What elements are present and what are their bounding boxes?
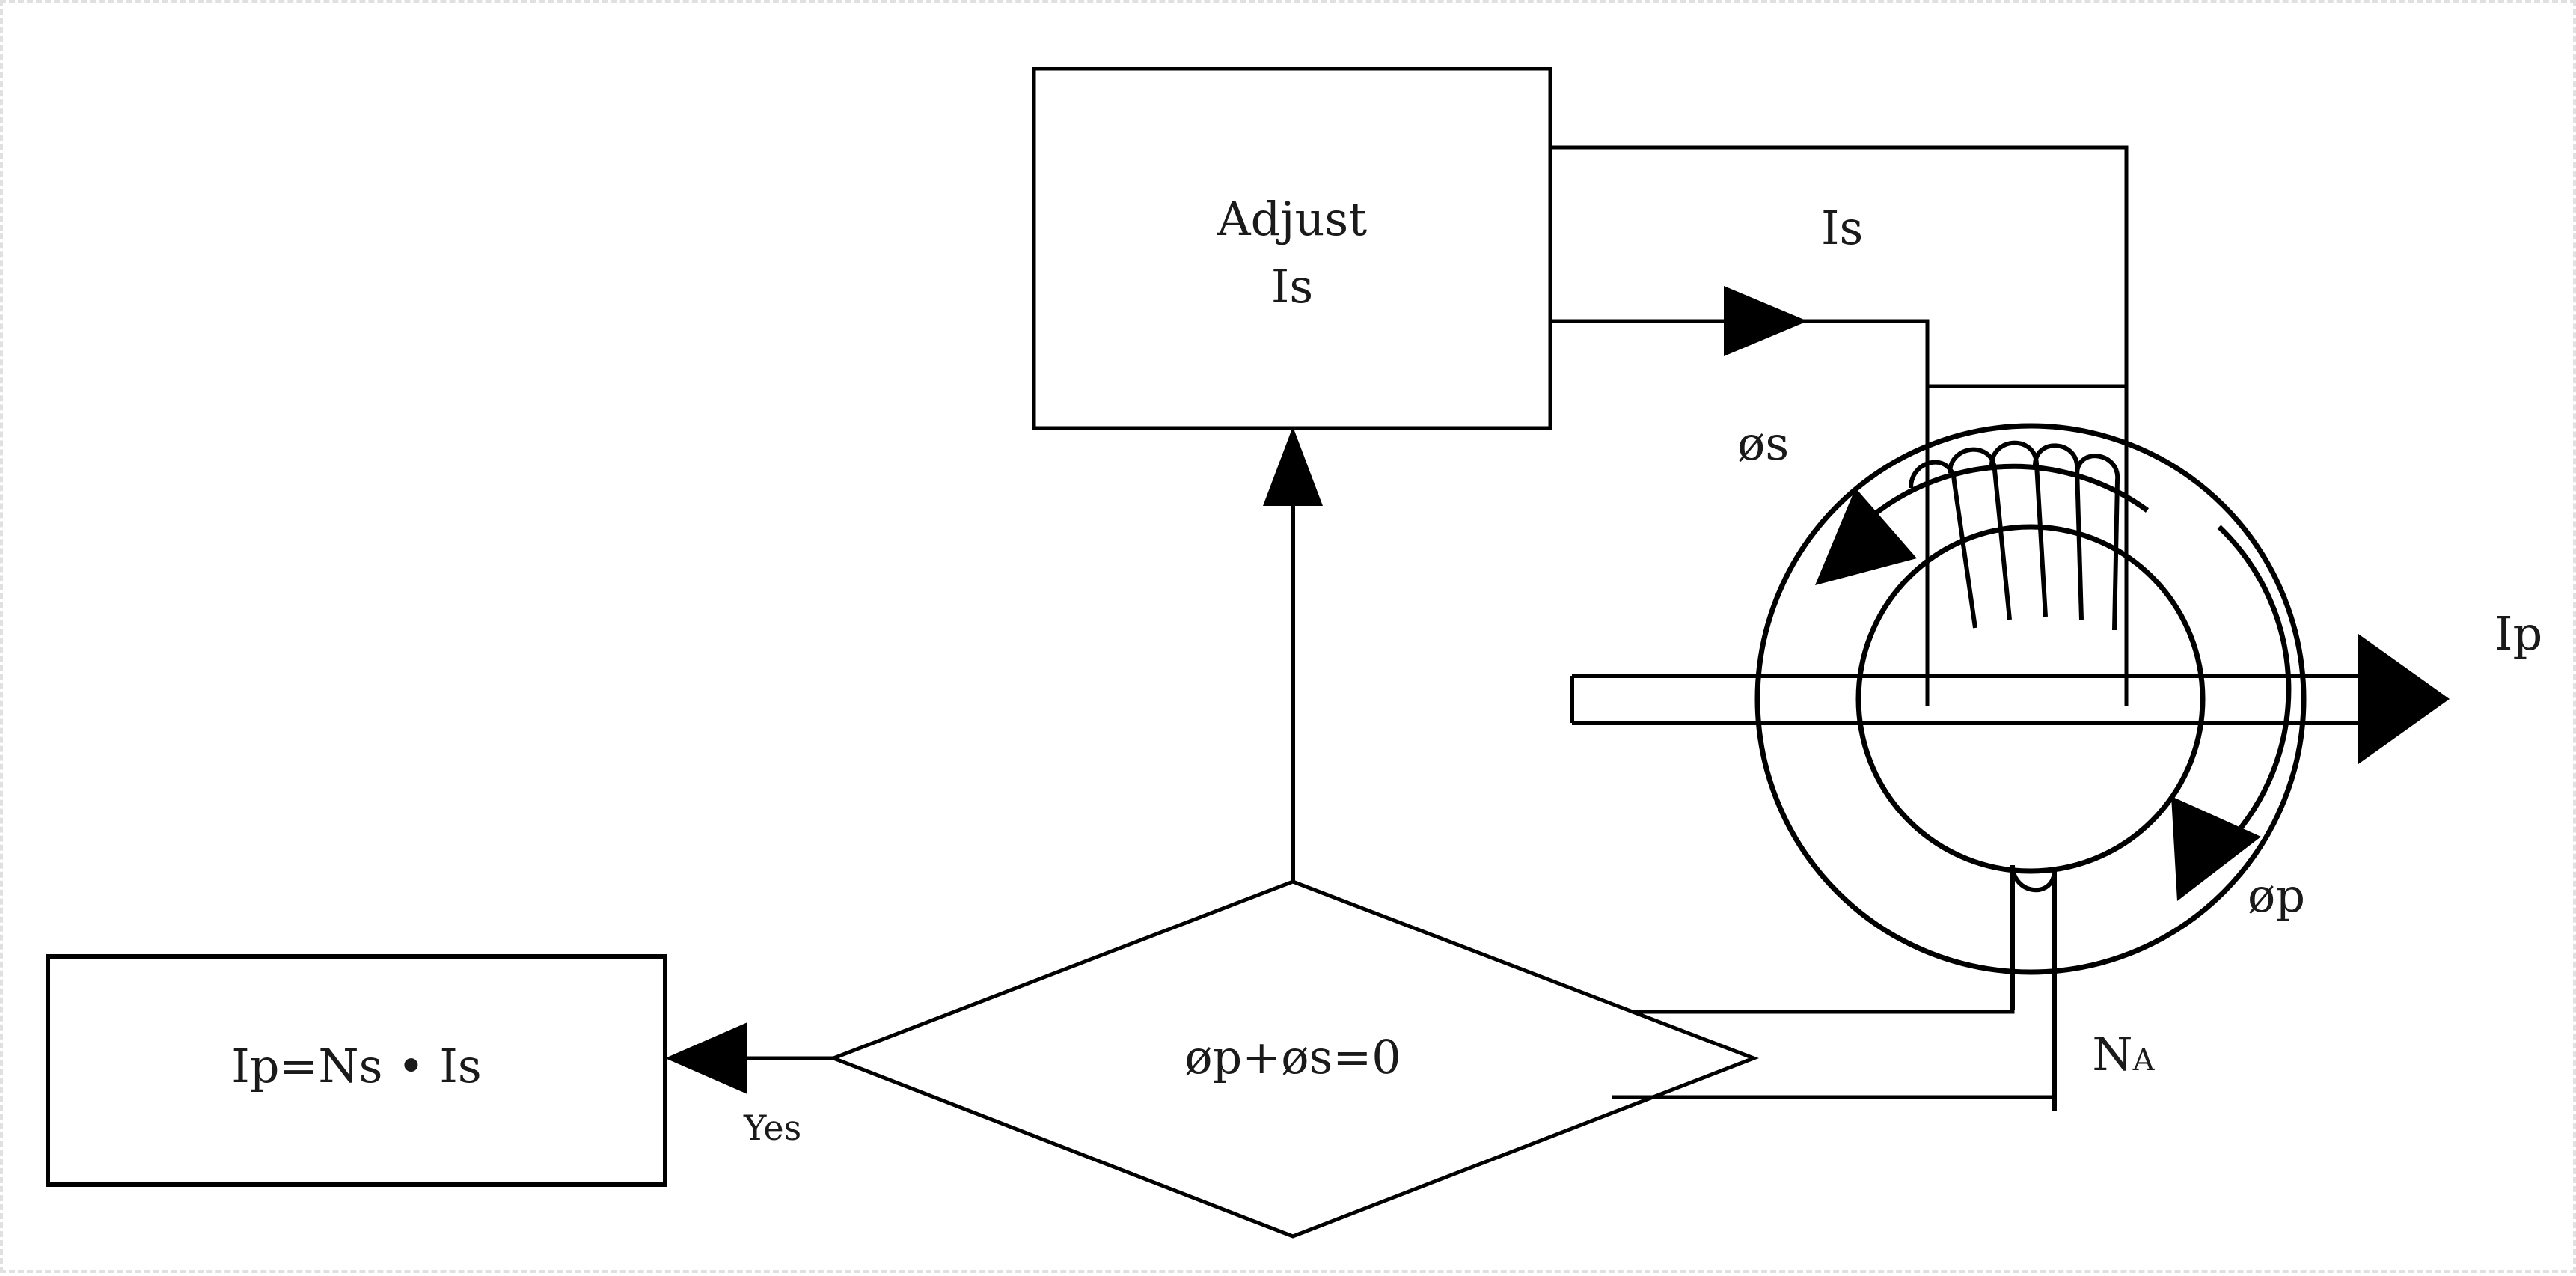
edge-adjust-is-route: [1550, 319, 1930, 706]
toroid-inner-circle: [1855, 524, 2206, 874]
edge-label-primary-current: Ip: [2494, 606, 2543, 661]
adjust-box-label-line1: Adjust: [1217, 192, 1368, 246]
coil-winding-bottom-icon: [2010, 864, 2057, 1111]
primary-conductor-icon: [1570, 674, 2361, 725]
turns-label-subscript: A: [2132, 1043, 2155, 1078]
edge-label-secondary-current: Is: [1821, 201, 1864, 255]
edge-feedback-upper: [1634, 865, 2015, 1014]
edge-label-yes: Yes: [744, 1108, 802, 1148]
turns-label-main: N: [2092, 1027, 2133, 1081]
flux-primary-arrowhead-icon: [2171, 796, 2261, 901]
curved-arrow-counterclockwise-icon: [1843, 463, 2150, 544]
toroid-outer-circle: [1754, 423, 2307, 975]
arrowhead-up-icon: [1263, 427, 1323, 506]
adjust-box-shape[interactable]: [1032, 67, 1552, 430]
arrowhead-left-icon: [665, 1022, 747, 1094]
decision-diamond-shape[interactable]: [828, 879, 1759, 1239]
arrowhead-right-ip-icon: [2358, 634, 2450, 764]
flux-secondary-label: øs: [1737, 416, 1790, 471]
arrowhead-right-icon: [1724, 286, 1808, 356]
result-box-label: Ip=Ns • Is: [231, 1039, 482, 1093]
adjust-box-label-line2: Is: [1270, 259, 1314, 314]
edge-adjust-top-route: [1550, 145, 2129, 706]
result-box-shape[interactable]: [46, 954, 667, 1187]
edge-feedback-lower: [1612, 870, 2057, 1099]
flux-primary-label: øp: [2248, 868, 2306, 923]
curved-arrow-clockwise-icon: [2217, 525, 2292, 845]
flux-secondary-arrowhead-icon: [1815, 488, 1917, 585]
diagram-vector-layer: [46, 67, 2450, 1239]
decision-label: øp+øs=0: [1184, 1030, 1401, 1084]
turns-label: NA: [2077, 1019, 2154, 1090]
